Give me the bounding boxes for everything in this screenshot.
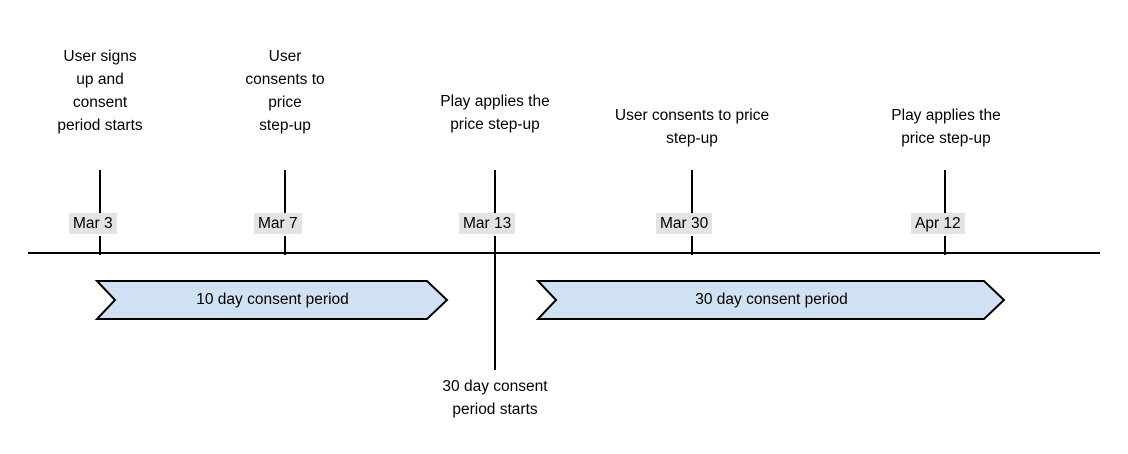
tick-apr-12	[944, 170, 946, 216]
period-bar-10-day: 10 day consent period	[97, 280, 448, 320]
date-chip-mar-30: Mar 30	[656, 213, 713, 234]
date-chip-mar-13: Mar 13	[459, 213, 516, 234]
event-caption-mar-3: User signs up and consent period starts	[57, 48, 143, 134]
period-bar-30-day: 30 day consent period	[538, 280, 1005, 320]
chevron-shape-10-day	[97, 280, 448, 320]
event-caption-mar-7: User consents to price step-up	[245, 48, 325, 134]
tick-mar-30	[691, 170, 693, 216]
event-caption-mar-30: User consents to price step-up	[614, 107, 770, 147]
tick-stem-mar-7	[284, 236, 286, 255]
timeline-axis	[28, 252, 1100, 254]
date-chip-mar-7: Mar 7	[254, 213, 302, 234]
event-caption-apr-12: Play applies the price step-up	[891, 107, 1001, 147]
tick-mar-7	[284, 170, 286, 216]
period-label-10-day: 10 day consent period	[196, 291, 349, 308]
event-caption-mar-13: Play applies the price step-up	[440, 93, 550, 133]
tick-stem-mar-3	[99, 236, 101, 255]
date-chip-mar-3: Mar 3	[69, 213, 117, 234]
period-label-30-day: 30 day consent period	[695, 291, 848, 308]
tick-mar-13	[494, 170, 496, 216]
chevron-shape-30-day	[538, 280, 1005, 320]
tick-stem-mar-13-extended	[494, 236, 496, 370]
tick-stem-mar-30	[691, 236, 693, 255]
tick-stem-apr-12	[944, 236, 946, 255]
annotation-30-day-consent-period-starts: 30 day consent period starts	[442, 378, 548, 418]
date-chip-apr-12: Apr 12	[911, 213, 965, 234]
tick-mar-3	[99, 170, 101, 216]
